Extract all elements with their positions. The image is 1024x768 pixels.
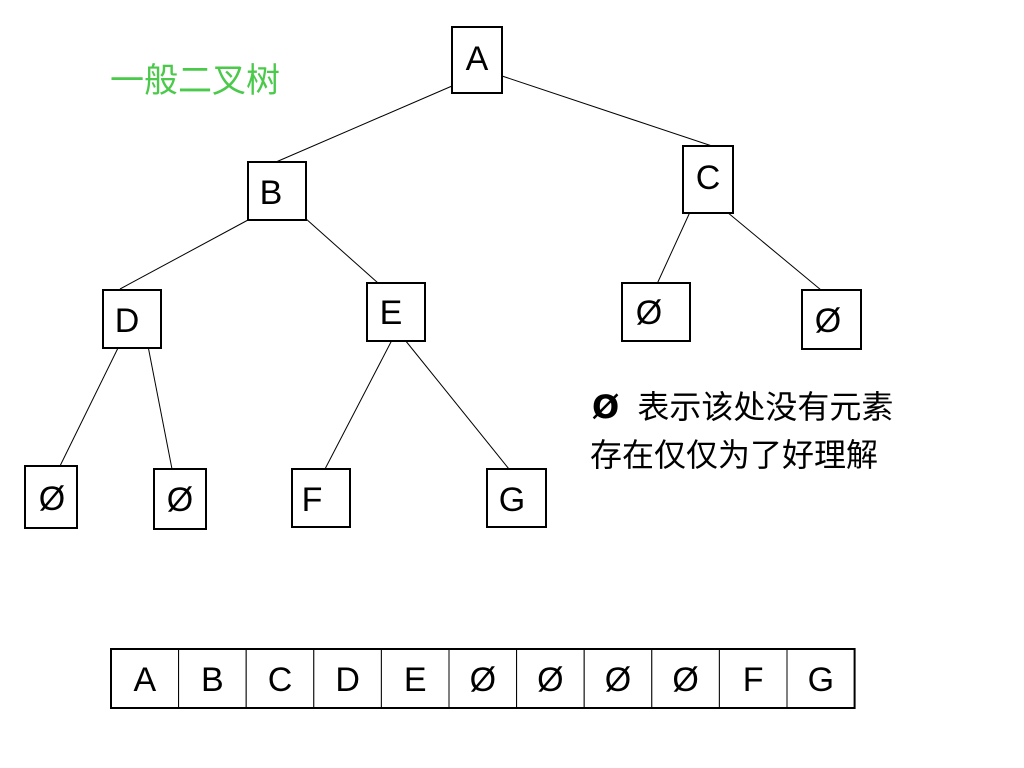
edge-C-C_right_null <box>726 211 822 291</box>
array-cell-label: G <box>808 661 834 699</box>
tree-node-B: B <box>247 161 307 221</box>
array-cell-box <box>110 648 180 709</box>
array-cell: B <box>178 648 247 709</box>
edge-B-E <box>304 217 379 284</box>
array-cell-label: D <box>335 661 360 699</box>
edge-E-G <box>404 339 510 470</box>
tree-node-null-D-right: Ø <box>153 468 207 530</box>
edge-D-D_left_null <box>59 347 119 467</box>
node-label: A <box>466 40 489 78</box>
array-cell-label: Ø <box>470 661 496 699</box>
array-cell: G <box>786 648 856 709</box>
node-label: B <box>260 174 283 212</box>
edge-D-D_right_null <box>147 345 173 470</box>
null-node-label: Ø <box>167 481 193 519</box>
node-box <box>291 468 351 528</box>
array-cell-box <box>651 648 720 709</box>
node-label: E <box>380 294 403 332</box>
node-box <box>451 26 503 94</box>
edge-A-B <box>275 85 453 163</box>
null-node-label: Ø <box>636 294 662 332</box>
node-box <box>801 289 862 350</box>
node-box <box>102 289 162 349</box>
node-label: G <box>499 481 525 519</box>
array-border <box>110 648 856 709</box>
tree-node-A: A <box>451 26 503 94</box>
array-cell: C <box>245 648 315 709</box>
tree-node-null-C-right: Ø <box>801 289 862 350</box>
array-cell: F <box>718 648 788 709</box>
array-cell: Ø <box>583 648 653 709</box>
node-box <box>153 468 207 530</box>
edge-E-F <box>324 339 393 470</box>
array-cell-label: F <box>743 661 764 699</box>
node-box <box>621 282 691 342</box>
edge-A-C <box>501 75 713 147</box>
array-cell: Ø <box>516 648 585 709</box>
array-cell-label: B <box>201 661 224 699</box>
array-cell-box <box>380 648 450 709</box>
array-cell: A <box>110 648 180 709</box>
array-cell-label: C <box>268 661 293 699</box>
edge-B-D <box>119 219 249 290</box>
node-label: F <box>302 481 323 519</box>
array-cell: Ø <box>448 648 518 709</box>
null-node-label: Ø <box>39 480 65 518</box>
array-cell: E <box>380 648 450 709</box>
node-box <box>486 468 547 528</box>
array-cell-label: Ø <box>672 661 698 699</box>
node-box <box>247 161 307 221</box>
null-legend-note: Ø 表示该处没有元素 存在仅仅为了好理解 <box>590 388 893 474</box>
array-cell: D <box>313 648 382 709</box>
tree-edges <box>59 75 822 470</box>
note-line-1: Ø 表示该处没有元素 <box>592 388 893 426</box>
array-cell: Ø <box>651 648 720 709</box>
array-cell-label: A <box>133 661 156 699</box>
tree-node-F: F <box>291 468 351 528</box>
tree-node-null-C-left: Ø <box>621 282 691 342</box>
tree-node-E: E <box>366 282 426 342</box>
tree-node-null-D-left: Ø <box>24 465 78 529</box>
tree-node-G: G <box>486 468 547 528</box>
array-cell-label: Ø <box>605 661 631 699</box>
diagram-title: 一般二叉树 <box>110 61 280 101</box>
array-cell-label: E <box>404 661 427 699</box>
node-label: D <box>115 302 140 340</box>
note-line-2: 存在仅仅为了好理解 <box>590 436 878 474</box>
node-box <box>682 145 734 214</box>
tree-node-D: D <box>102 289 162 349</box>
array-cell-box <box>178 648 247 709</box>
edge-C-C_left_null <box>656 211 691 285</box>
tree-node-C: C <box>682 145 734 214</box>
null-node-label: Ø <box>815 302 841 340</box>
node-box <box>366 282 426 342</box>
note-null-symbol: Ø <box>592 388 619 426</box>
node-box <box>24 465 78 529</box>
node-label: C <box>696 159 721 197</box>
note-line-1-text: 表示该处没有元素 <box>637 388 893 426</box>
array-cell-label: Ø <box>537 661 563 699</box>
